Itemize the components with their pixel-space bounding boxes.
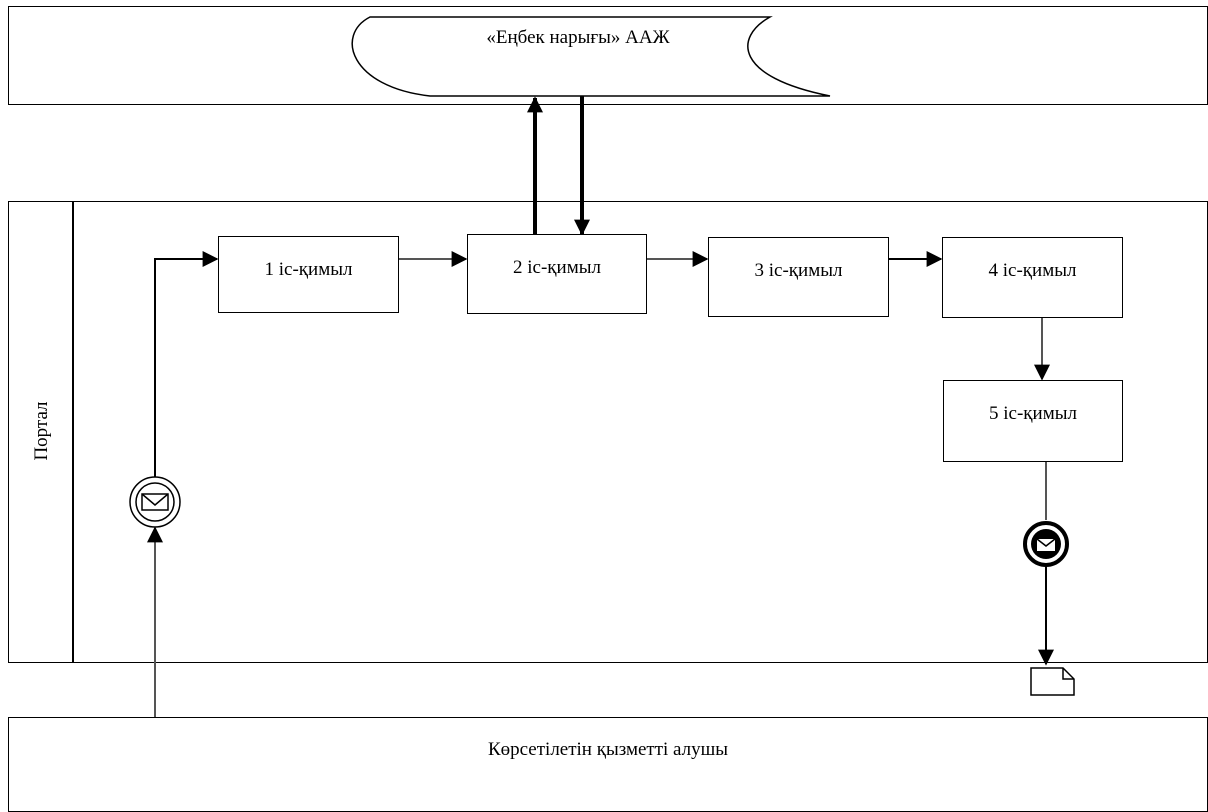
arrow-start-to-step1 [154,251,219,477]
step-4-label: 4 іс-қимыл [988,260,1077,281]
document-icon [1030,667,1075,696]
recipient-lane-label: Көрсетілетін қызметті алушы [487,739,729,760]
step-2-box: 2 іс-қимыл [467,234,647,314]
step-3-label: 3 іс-қимыл [754,260,843,281]
step-5-box: 5 іс-қимыл [943,380,1123,462]
system-label: «Еңбек нарығы» ААЖ [486,27,670,48]
end-message-event [1023,521,1069,567]
step-1-box: 1 іс-қимыл [218,236,399,313]
step-1-label: 1 іс-қимыл [264,259,353,280]
step-2-label: 2 іс-қимыл [513,257,601,278]
step-5-label: 5 іс-қимыл [989,403,1077,424]
system-shape [351,16,831,97]
portal-lane-divider [72,201,74,663]
step-3-box: 3 іс-қимыл [708,237,889,317]
step-4-box: 4 іс-қимыл [942,237,1123,318]
start-message-event [129,476,181,528]
